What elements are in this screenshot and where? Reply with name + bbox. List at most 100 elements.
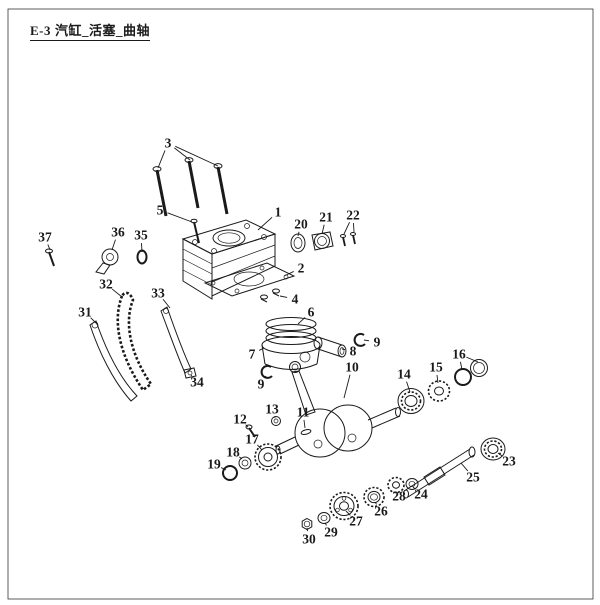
leader-line-10 [343, 374, 351, 399]
page-frame [7, 8, 594, 600]
leader-line-11 [303, 419, 306, 429]
part-label-9: 9 [258, 377, 265, 392]
leader-line-16 [460, 361, 463, 371]
leader-line-9 [363, 339, 370, 342]
sprocket-o-ring [222, 465, 238, 481]
part-label-5: 5 [157, 203, 164, 218]
leader-line-30 [306, 527, 309, 532]
joint-bolts [340, 232, 356, 247]
crank-bearing-left [397, 388, 425, 414]
leader-line-35 [141, 242, 143, 253]
leader-line-22 [343, 222, 350, 235]
stud-bolt [190, 218, 200, 244]
shaft-washer [405, 478, 419, 490]
leader-line-26 [374, 501, 377, 505]
crank-nut [301, 517, 313, 531]
driven-gear-small [363, 486, 385, 508]
leader-line-3 [174, 147, 191, 161]
leader-line-22 [353, 222, 355, 233]
leader-line-3 [157, 150, 166, 169]
part-label-7: 7 [249, 347, 256, 362]
part-label-14: 14 [397, 367, 411, 382]
part-label-6: 6 [308, 305, 315, 320]
cam-chain [116, 291, 153, 392]
leader-line-4 [279, 295, 288, 298]
leader-line-19 [220, 467, 227, 471]
leader-line-21 [321, 224, 325, 235]
part-label-21: 21 [319, 210, 333, 225]
gear-washer [317, 512, 331, 524]
tensioner-guide [160, 306, 192, 374]
intake-gasket [290, 233, 306, 253]
diagram-code: E-3 [30, 23, 51, 38]
part-label-4: 4 [292, 292, 299, 307]
guide-foot [183, 367, 197, 379]
leader-line-5 [167, 212, 193, 223]
crank-bearing-right [427, 380, 451, 402]
leader-line-20 [297, 231, 300, 237]
page-title: E-3 汽缸_活塞_曲轴 [30, 20, 151, 41]
o-ring-washer-set [454, 359, 488, 386]
small-washer [271, 416, 281, 426]
leader-lines [47, 145, 503, 532]
leader-line-7 [258, 347, 265, 351]
part-label-24: 24 [414, 487, 428, 502]
head-gasket [203, 262, 296, 297]
sprocket-washer [238, 456, 252, 470]
dowel-pins [260, 288, 280, 303]
leader-line-29 [324, 522, 327, 526]
flange-bolt [45, 248, 55, 267]
part-label-13: 13 [265, 402, 279, 417]
diagram-title: 汽缸_活塞_曲轴 [55, 23, 151, 38]
leader-line-27 [345, 510, 351, 516]
circlip-lower [260, 364, 273, 379]
leader-line-16 [466, 356, 479, 363]
part-label-25: 25 [466, 470, 480, 485]
primary-gear [329, 491, 359, 521]
part-label-10: 10 [345, 360, 359, 375]
leader-line-2 [283, 270, 294, 277]
leader-line-9 [264, 375, 267, 378]
piston-pin [313, 336, 347, 358]
leader-line-3 [175, 145, 219, 167]
part-label-26: 26 [374, 504, 388, 519]
leader-line-8 [341, 348, 346, 351]
leader-line-15 [436, 374, 439, 384]
part-label-22: 22 [346, 208, 360, 223]
leader-line-14 [406, 381, 411, 393]
leader-line-25 [460, 462, 469, 472]
crankshaft [275, 361, 401, 458]
part-label-23: 23 [502, 454, 516, 469]
part-label-1: 1 [275, 205, 282, 220]
part-label-29: 29 [324, 525, 338, 540]
leader-line-24 [412, 486, 416, 490]
intake-joint [311, 231, 334, 251]
part-label-8: 8 [350, 344, 357, 359]
part-label-16: 16 [452, 347, 466, 362]
part-label-12: 12 [233, 412, 247, 427]
leader-line-12 [245, 424, 249, 428]
o-ring-small [136, 249, 148, 265]
circlip-upper [353, 332, 366, 347]
timing-sprocket [254, 443, 282, 471]
part-label-11: 11 [297, 405, 310, 420]
part-label-27: 27 [349, 514, 363, 529]
part-label-28: 28 [392, 489, 406, 504]
part-label-3: 3 [165, 136, 172, 151]
leader-line-18 [239, 456, 243, 460]
part-label-2: 2 [298, 261, 305, 276]
chain-tensioner [95, 248, 119, 275]
chain-guide [89, 320, 138, 402]
part-label-34: 34 [190, 375, 204, 390]
part-label-20: 20 [294, 217, 308, 232]
leader-line-32 [111, 288, 123, 298]
part-label-36: 36 [111, 225, 125, 240]
part-label-17: 17 [245, 432, 259, 447]
leader-line-31 [90, 317, 98, 325]
part-label-35: 35 [134, 228, 148, 243]
part-label-18: 18 [226, 445, 240, 460]
leader-line-33 [162, 298, 171, 309]
balancer-bearing [480, 437, 506, 461]
